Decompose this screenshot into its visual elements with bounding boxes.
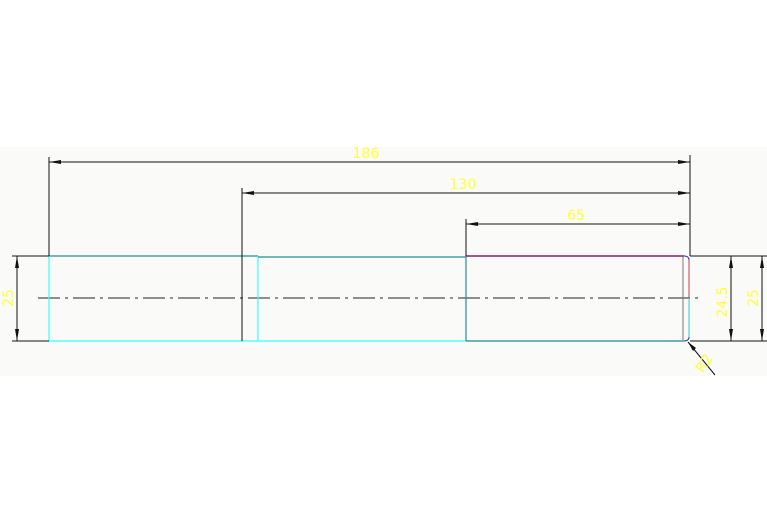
dimension-text-186: 186 xyxy=(353,146,380,162)
drawing-area xyxy=(0,147,767,376)
shaft-segment-left xyxy=(48,255,258,342)
dimension-text-right-25: 25 xyxy=(746,289,762,307)
dimension-65 xyxy=(466,222,690,226)
dimension-130 xyxy=(242,191,690,195)
dimension-right-25 xyxy=(760,256,764,341)
extension-lines xyxy=(12,155,767,342)
shaft-segment-right xyxy=(466,255,690,342)
dimension-24-5 xyxy=(729,256,733,341)
dimension-left-25 xyxy=(15,256,19,341)
dimension-text-65: 65 xyxy=(567,208,585,224)
fillet-leader xyxy=(687,341,716,376)
dimension-text-130: 130 xyxy=(450,177,477,193)
dimension-186 xyxy=(49,160,690,164)
shaft-segment-middle xyxy=(257,256,467,342)
dimension-text-24-5: 24.5 xyxy=(715,286,731,317)
dimension-text-left-25: 25 xyxy=(1,289,17,307)
